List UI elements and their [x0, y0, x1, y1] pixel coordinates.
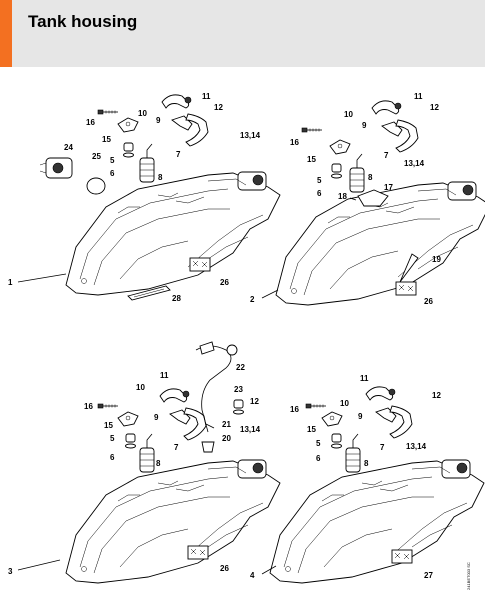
label-q3-13-14: 13,14: [240, 425, 261, 434]
label-q1-7: 7: [176, 150, 181, 159]
label-q2-12: 12: [430, 103, 439, 112]
label-q1-12: 12: [214, 103, 223, 112]
header-accent: [0, 0, 12, 67]
o-ring-25: [86, 177, 106, 195]
label-q2-2: 2: [250, 295, 255, 304]
label-q3-8: 8: [156, 459, 161, 468]
label-q4-12: 12: [432, 391, 441, 400]
label-q3-23: 23: [234, 385, 243, 394]
label-q3-26: 26: [220, 564, 229, 573]
label-q4-6: 6: [316, 454, 321, 463]
label-q3-9: 9: [154, 413, 159, 422]
label-q1-10: 10: [138, 109, 147, 118]
label-q3-3: 3: [8, 567, 13, 576]
bracket-17: [357, 189, 389, 207]
label-q3-11: 11: [160, 371, 169, 380]
label-q1-26: 26: [220, 278, 229, 287]
label-q1-9: 9: [156, 116, 161, 125]
quadrant-2: 2 5 6 7 8 9 10 11 12 13,14 15 16 17 18 1…: [250, 92, 485, 306]
header-bar: Tank housing: [0, 0, 485, 67]
image-code: 241BET003 SC: [466, 562, 471, 590]
label-q3-20: 20: [222, 434, 231, 443]
quadrant-3: 3 5 6 7 8 9 10 11 12 13,14 15 16 20 21 2…: [8, 341, 281, 584]
strip-28: [127, 285, 171, 301]
label-q1-15: 15: [102, 135, 111, 144]
label-q3-12: 12: [250, 397, 259, 406]
label-q4-9: 9: [358, 412, 363, 421]
label-q1-28: 28: [172, 294, 181, 303]
label-q2-8: 8: [368, 173, 373, 182]
label-q4-27: 27: [424, 571, 433, 580]
label-q4-5: 5: [316, 439, 321, 448]
label-q2-15: 15: [307, 155, 316, 164]
label-q3-15: 15: [104, 421, 113, 430]
label-q2-7: 7: [384, 151, 389, 160]
label-q3-7: 7: [174, 443, 179, 452]
hose-22: [195, 341, 238, 433]
fuel-pickup-24: [39, 157, 73, 179]
label-q4-11: 11: [360, 374, 369, 383]
label-q1-5: 5: [110, 156, 115, 165]
label-q2-16: 16: [290, 138, 299, 147]
label-q2-17: 17: [384, 183, 393, 192]
label-q1-24: 24: [64, 143, 73, 152]
label-q3-10: 10: [136, 383, 145, 392]
label-q1-25: 25: [92, 152, 101, 161]
label-q2-26: 26: [424, 297, 433, 306]
label-q2-5: 5: [317, 176, 322, 185]
label-q3-16: 16: [84, 402, 93, 411]
label-q3-5: 5: [110, 434, 115, 443]
label-q1-1: 1: [8, 278, 13, 287]
label-q4-4: 4: [250, 571, 255, 580]
label-q3-6: 6: [110, 453, 115, 462]
quadrant-1: 1 5 6 7 8 9 10 11 12 13,14 15 16 24 25 2…: [8, 92, 281, 303]
label-q4-15: 15: [307, 425, 316, 434]
label-q1-13-14: 13,14: [240, 131, 261, 140]
wedge-19: [399, 253, 419, 283]
page-title: Tank housing: [28, 12, 138, 31]
label-q3-21: 21: [222, 420, 231, 429]
exploded-view-diagram: 1 5 6 7 8 9 10 11 12 13,14 15 16 24 25 2…: [8, 92, 485, 590]
label-q4-7: 7: [380, 443, 385, 452]
label-q2-6: 6: [317, 189, 322, 198]
label-q2-19: 19: [432, 255, 441, 264]
label-q4-10: 10: [340, 399, 349, 408]
valve-20: [201, 441, 215, 453]
label-q2-10: 10: [344, 110, 353, 119]
label-q1-8: 8: [158, 173, 163, 182]
label-q4-16: 16: [290, 405, 299, 414]
label-q2-18: 18: [338, 192, 347, 201]
label-q2-13-14: 13,14: [404, 159, 425, 168]
label-q1-11: 11: [202, 92, 211, 101]
label-q2-11: 11: [414, 92, 423, 101]
label-q4-8: 8: [364, 459, 369, 468]
label-q1-6: 6: [110, 169, 115, 178]
quadrant-4: 241BET003 SC 4 5 6 7 8 9 10 11 12 13,14 …: [250, 374, 485, 590]
label-q2-9: 9: [362, 121, 367, 130]
label-q3-22: 22: [236, 363, 245, 372]
label-q1-16: 16: [86, 118, 95, 127]
label-q4-13-14: 13,14: [406, 442, 427, 451]
